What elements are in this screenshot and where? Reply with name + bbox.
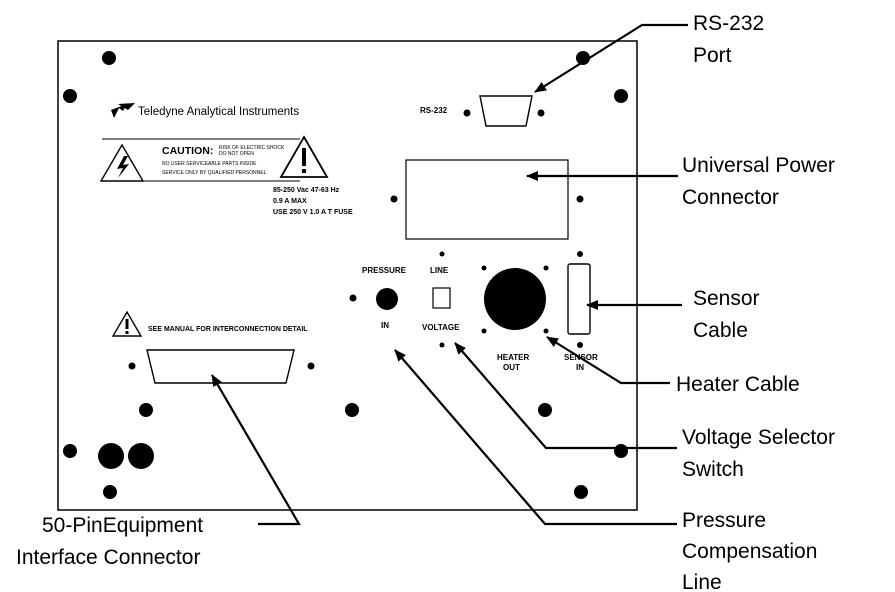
heater-arrow [546,336,670,385]
callout-sensor-line-2: Cable [693,319,748,342]
rs232-arrow [534,23,688,93]
caution-line-2: DO NOT OPEN [219,151,254,157]
fifty-pin-screw [128,362,136,370]
callout-rs232-line-1: RS-232 [693,12,764,35]
voltage-selector-switch [432,287,451,309]
caution-title: CAUTION: [162,145,213,157]
pressure-in-label: IN [381,321,389,330]
power-rating-line-2: 0.9 A MAX [273,198,307,205]
callout-sensor-line-1: Sensor [693,287,760,310]
caution-line-1: RISK OF ELECTRIC SHOCK [219,145,285,151]
mounting-hole [63,444,77,458]
heater-screw [543,328,549,334]
mounting-hole [139,403,153,417]
mounting-hole [538,403,552,417]
sensor-connector-screw [577,251,583,257]
mounting-hole [574,485,588,499]
callout-voltage-line-2: Switch [682,458,744,481]
fifty-pin-screw [307,362,315,370]
power-rating-line-1: 85-250 Vac 47-63 Hz [273,187,340,194]
fifty-pin-connector [146,349,295,384]
mounting-hole [345,403,359,417]
heater-screw [481,265,487,271]
fifty-pin-arrow [211,374,301,526]
power-connector-screw [390,195,398,203]
mounting-hole [614,444,628,458]
callout-50pin-line-2: Interface Connector [16,546,200,569]
rs232-connector [479,95,533,127]
rs232-screw [537,109,545,117]
caution-line-4: SERVICE ONLY BY QUALIFIED PERSONNEL [162,170,267,176]
rs232-panel-label: RS-232 [420,106,448,115]
power-rating-line-3: USE 250 V 1.0 A T FUSE [273,209,353,216]
heater-screw [543,265,549,271]
mounting-hole [102,51,116,65]
power-connector-screw [576,195,584,203]
pressure-port-screw [349,294,357,302]
power-connector [405,159,569,240]
voltage-arrow [454,342,677,450]
callout-pressure-line-2: Compensation [682,540,817,563]
brand-label: Teledyne Analytical Instruments [138,106,299,118]
mounting-hole [614,89,628,103]
pressure-arrow [394,349,677,526]
heater-screw [481,328,487,334]
heater-out-label-1: HEATER [497,353,530,362]
callout-heater-line-1: Heater Cable [676,373,800,396]
callout-power-line-1: Universal Power [682,154,835,177]
callout-power-line-2: Connector [682,186,779,209]
voltage-selector-dot [439,342,445,348]
voltage-selector-dot [439,251,445,257]
heater-out-label-2: OUT [503,363,520,372]
pressure-port [376,288,398,310]
sensor-connector [567,263,591,335]
rs232-screw [463,109,471,117]
callout-arrows [211,23,688,526]
caution-line-3: NO USER SERVICEABLE PARTS INSIDE [162,161,257,167]
callout-50pin-line-1: 50-PinEquipment [42,514,203,537]
voltage-label: VOLTAGE [422,323,460,332]
callout-rs232-line-2: Port [693,44,732,67]
mounting-hole [576,51,590,65]
callout-pressure-line-1: Pressure [682,509,766,532]
callout-pressure-line-3: Line [682,571,722,592]
teledyne-logo [111,103,135,118]
line-label: LINE [430,266,449,275]
heater-connector [484,268,546,330]
manual-note: SEE MANUAL FOR INTERCONNECTION DETAIL [148,326,308,333]
round-connector [98,443,124,469]
callout-voltage-line-1: Voltage Selector [682,426,835,449]
round-connector [128,443,154,469]
mounting-hole [63,89,77,103]
mounting-hole [103,485,117,499]
rear-panel [57,40,638,511]
sensor-connector-screw [577,342,583,348]
caution-label-block: CAUTION: RISK OF ELECTRIC SHOCK DO NOT O… [99,135,329,182]
pressure-label: PRESSURE [362,266,407,275]
sensor-in-label-2: IN [576,363,584,372]
